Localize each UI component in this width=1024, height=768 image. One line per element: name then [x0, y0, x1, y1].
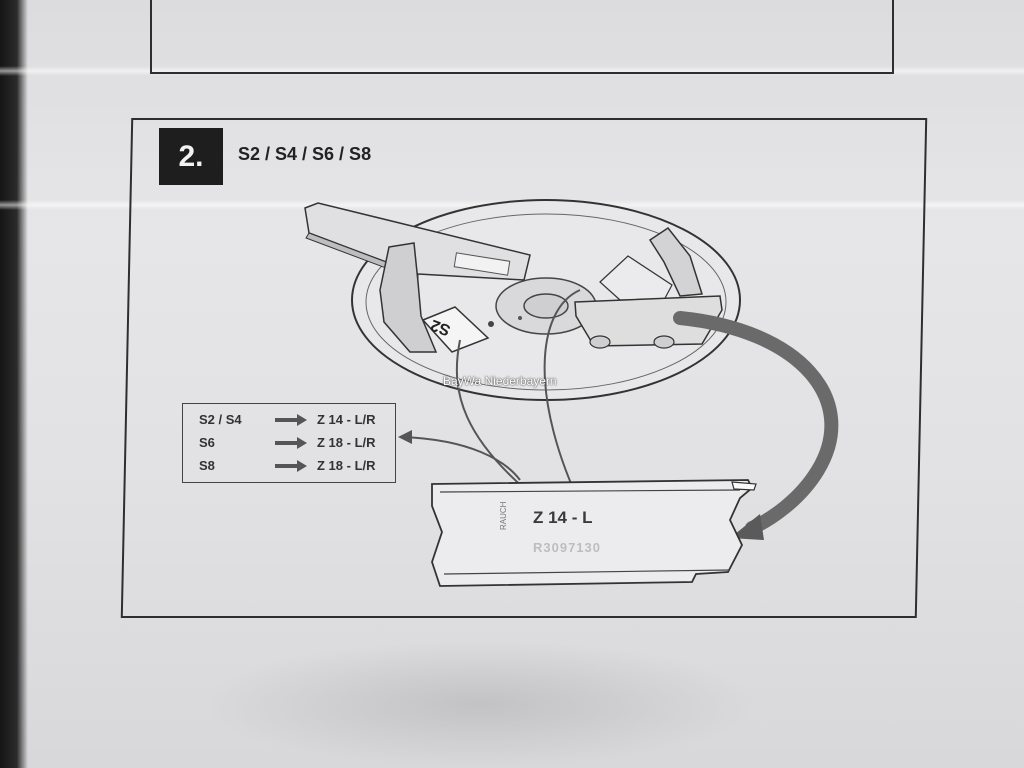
step-models-title: S2 / S4 / S6 / S8	[238, 144, 372, 164]
vane-brand: RAUCH	[499, 501, 508, 530]
legend-model: S6	[199, 435, 215, 450]
hand-shadow	[200, 640, 760, 768]
legend-model: S8	[199, 458, 215, 473]
paper-fold	[0, 66, 1024, 76]
vane-tag-label: S2	[428, 316, 452, 339]
legend-row: S2 / S4 Z 14 - L/R	[199, 410, 389, 430]
step-number-badge: 2.	[159, 128, 223, 185]
arrow-right-icon	[275, 437, 307, 449]
vane-tag: S2	[421, 306, 490, 353]
page-edge	[0, 0, 28, 768]
curved-arrow-icon	[673, 311, 839, 540]
legend-result: Z 14 - L/R	[317, 412, 376, 427]
legend-result: Z 18 - L/R	[317, 458, 376, 473]
legend-result: Z 18 - L/R	[317, 435, 376, 450]
legend-row: S8 Z 18 - L/R	[199, 456, 389, 476]
legend-table: S2 / S4 Z 14 - L/R S6 Z 18 - L/R S8 Z 18…	[182, 403, 396, 483]
vane-serial: R3097130	[533, 540, 601, 555]
arrow-right-icon	[275, 414, 307, 426]
left-vane	[304, 202, 531, 353]
watermark: BayWa Niederbayern	[443, 374, 557, 388]
right-vane	[574, 226, 723, 349]
vane-code: Z 14 - L	[533, 508, 593, 527]
arrow-right-icon	[275, 460, 307, 472]
legend-model: S2 / S4	[199, 412, 242, 427]
arrow-left-icon	[398, 430, 412, 444]
vane-closeup	[431, 479, 757, 587]
previous-step-box	[150, 0, 894, 74]
legend-row: S6 Z 18 - L/R	[199, 433, 389, 453]
